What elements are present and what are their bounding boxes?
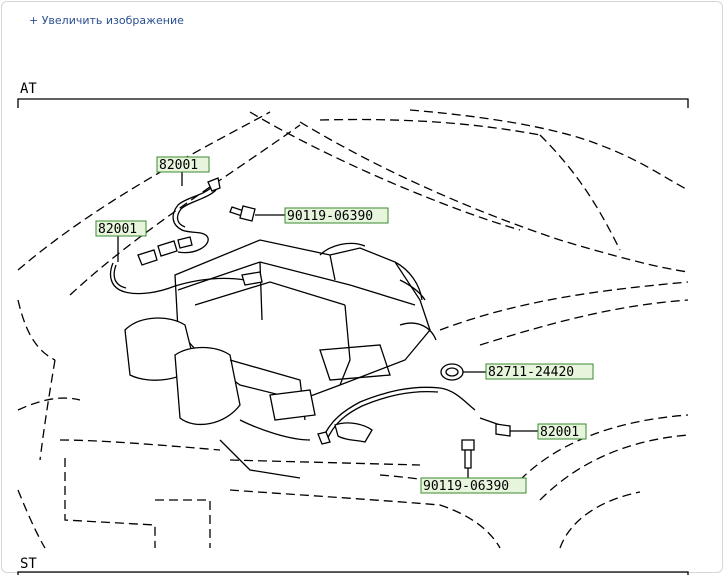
part-callout-82001-left[interactable]: 82001: [95, 220, 147, 237]
bolt-icon: [229, 205, 285, 222]
part-callout-90119-06390-bottom[interactable]: 90119-06390: [420, 477, 527, 494]
part-callout-82001-top[interactable]: 82001: [156, 156, 210, 173]
clamp-icon: [440, 363, 486, 381]
svg-text:90119-06390: 90119-06390: [423, 479, 509, 494]
harness-upper-left: [109, 166, 263, 295]
svg-text:82711-24420: 82711-24420: [488, 365, 574, 380]
part-callout-82711-24420[interactable]: 82711-24420: [485, 363, 594, 380]
terminal-icon: [479, 417, 538, 437]
section-label-at: AT: [20, 81, 37, 97]
svg-text:90119-06390: 90119-06390: [287, 209, 373, 224]
bolt-icon: [461, 439, 475, 478]
part-callout-90119-06390-top[interactable]: 90119-06390: [284, 207, 389, 224]
svg-text:82001: 82001: [540, 425, 579, 440]
svg-text:82001: 82001: [159, 158, 198, 173]
ground-strap: [317, 386, 476, 445]
section-bracket-at: [17, 98, 689, 108]
enlarge-image-link[interactable]: + Увеличить изображение: [29, 14, 184, 27]
svg-text:82001: 82001: [98, 222, 137, 237]
engine-block: [124, 239, 437, 479]
section-bracket-st: [17, 571, 689, 575]
section-label-st: ST: [20, 556, 37, 572]
part-callout-82001-right[interactable]: 82001: [537, 423, 587, 440]
